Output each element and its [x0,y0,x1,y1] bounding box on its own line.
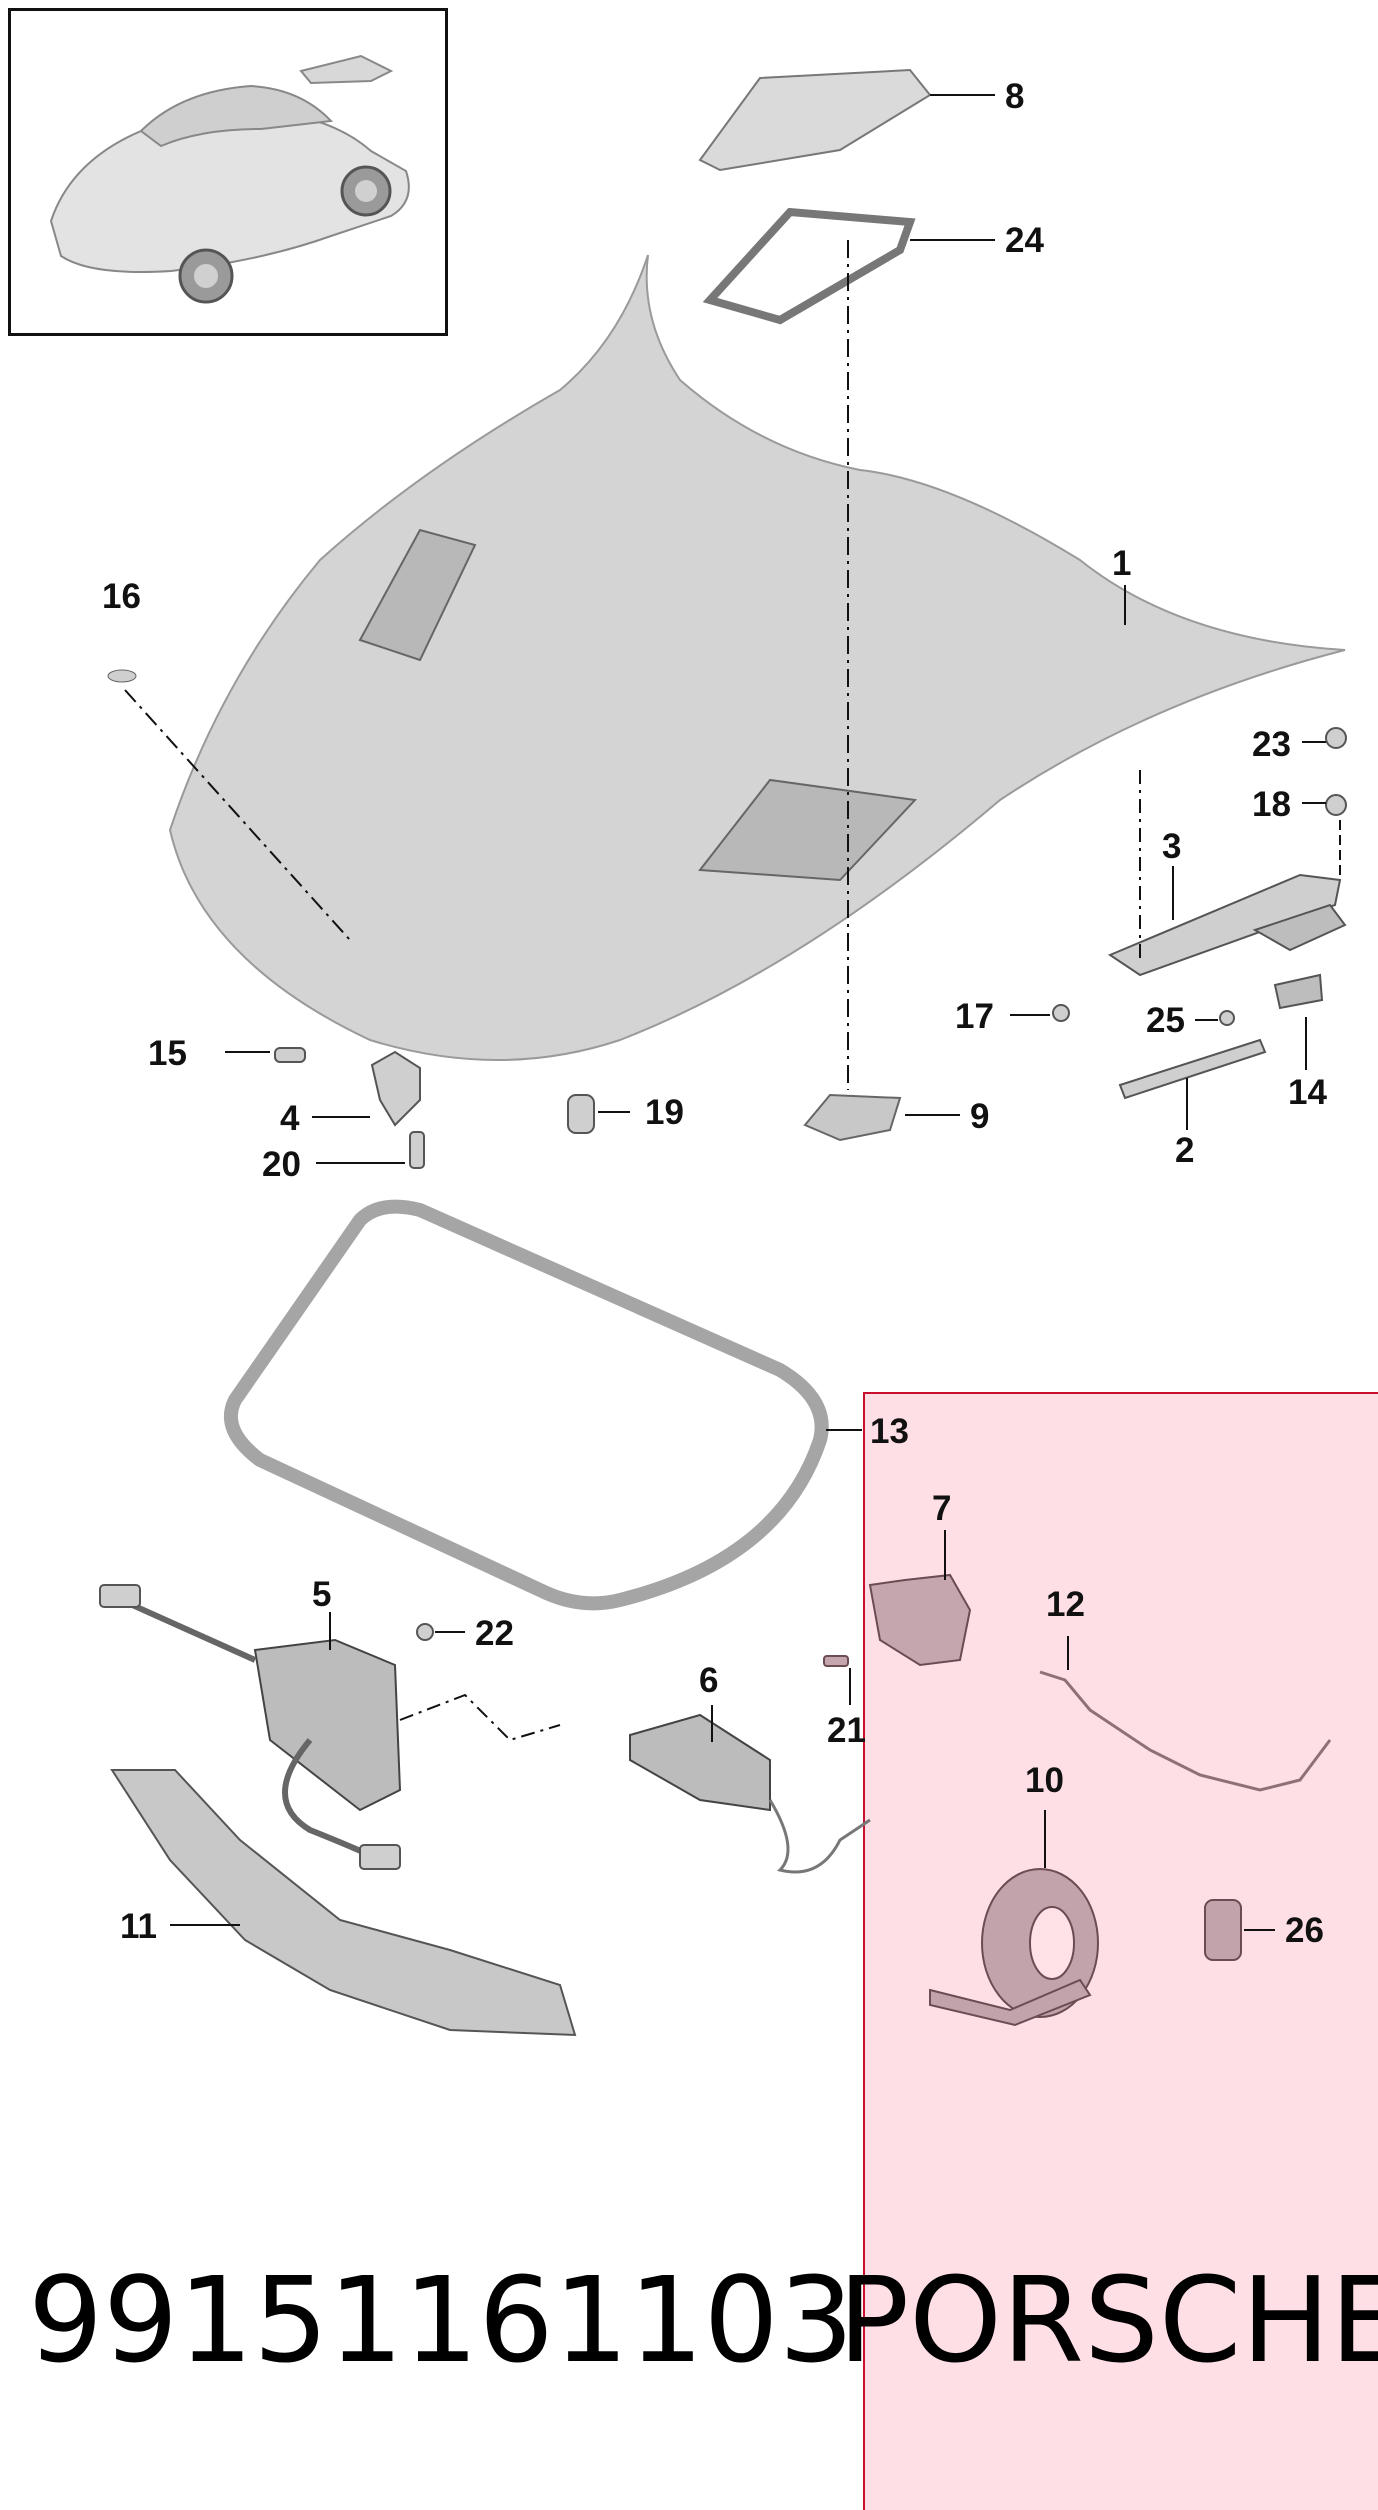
part-21-screw [823,1655,849,1667]
callout-8: 8 [1005,77,1024,116]
actuator-part [629,1713,771,1812]
callout-2: 2 [1175,1131,1194,1170]
part-20-bolt [409,1131,425,1169]
leader-lines [170,94,1326,1931]
part-14-bracket [1273,973,1324,1010]
callout-15: 15 [148,1034,187,1073]
callout-5: 5 [312,1575,331,1614]
lock-carrier-part [110,1769,577,2037]
vent-cover-part [698,68,932,172]
callout-3: 3 [1162,827,1181,866]
callout-9: 9 [970,1097,989,1136]
callout-19: 19 [645,1093,684,1132]
adhesive-tape-strip [929,1978,1092,2027]
lock-connector-lower [359,1844,401,1870]
part-16-clip [107,669,137,683]
hood-panel [168,254,1346,1061]
part-17-clip [1052,1004,1070,1022]
callout-21: 21 [827,1711,866,1750]
part-23-nut [1325,727,1347,749]
part-19-buffer [567,1094,595,1134]
part-16-axis-line [124,689,351,941]
callout-12: 12 [1046,1585,1085,1624]
callout-7: 7 [932,1489,951,1528]
part-4-bracket [370,1050,421,1127]
part-26-bottle [1204,1899,1242,1961]
release-cable-part [1039,1670,1332,1792]
cable-route-line [399,1693,561,1742]
callout-11: 11 [120,1907,157,1946]
hinge-part [1107,873,1342,977]
callout-4: 4 [280,1099,300,1138]
hood-vent-left [358,528,477,662]
hood-lock-part [253,1638,402,1812]
vent-gasket-part [702,207,916,325]
hood-vent-center [698,778,918,882]
hinge-bracket [1252,903,1347,952]
hood-seal-part [224,1199,829,1611]
callout-1: 1 [1112,544,1131,583]
microswitch-part [868,1573,972,1667]
callout-10: 10 [1025,1761,1064,1800]
vehicle-thumbnail-frame [8,8,448,336]
callout-18: 18 [1252,785,1291,824]
callout-20: 20 [262,1145,301,1184]
car-thumbnail-icon [49,54,410,304]
actuator-cable [768,1799,871,1874]
callout-13: 13 [870,1412,909,1451]
part-number-text: 99151161103 [28,2251,854,2389]
part-22-bolt [416,1623,434,1641]
callout-26: 26 [1285,1911,1324,1950]
callout-17: 17 [955,997,994,1036]
part-25-bolt [1219,1010,1235,1026]
callout-14: 14 [1288,1073,1327,1112]
gas-strut-part [1118,1038,1267,1100]
vent-insert-part [803,1093,902,1142]
callout-22: 22 [475,1614,514,1653]
adhesive-tape-core [1029,1906,1075,1980]
callout-16: 16 [102,577,141,616]
callout-24: 24 [1005,221,1044,260]
callout-25: 25 [1146,1001,1185,1040]
brand-text: PORSCHE [838,2251,1378,2389]
lock-connector-left [99,1584,141,1608]
callout-23: 23 [1252,725,1291,764]
callout-6: 6 [699,1661,718,1700]
part-15-clip [274,1047,306,1063]
part-18-bolt [1325,794,1347,816]
